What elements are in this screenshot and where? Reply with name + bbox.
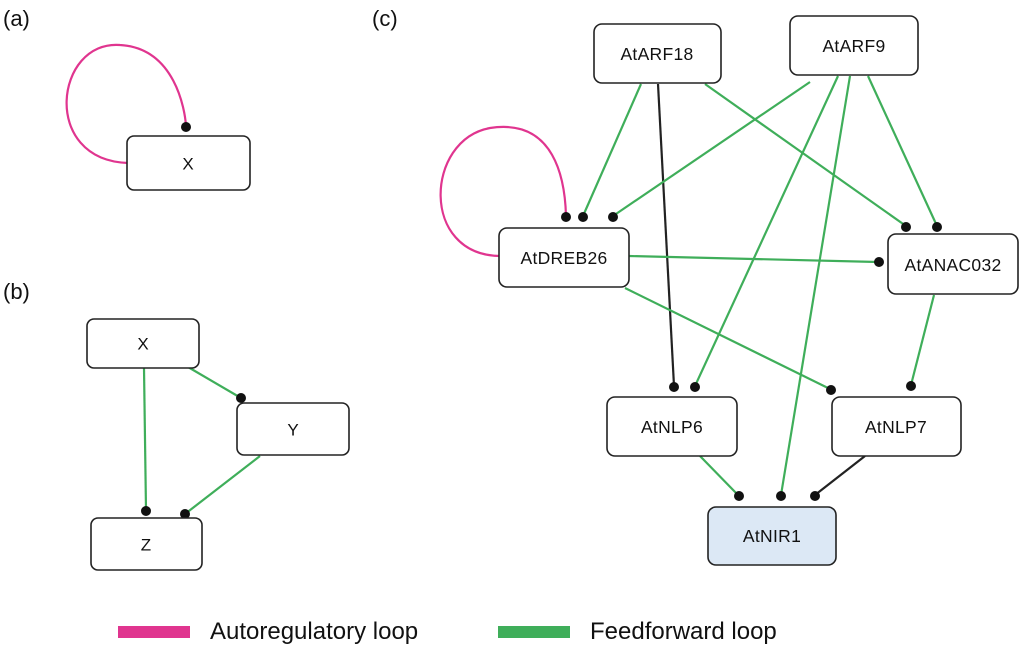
edge-c-arf9-anac032	[867, 75, 938, 227]
edge-endpoint-dot	[932, 222, 942, 232]
node-atarf9: AtARF9	[789, 15, 919, 76]
node-a-x: X	[126, 135, 251, 191]
edge-endpoint-dot	[690, 382, 700, 392]
node-atarf18: AtARF18	[593, 23, 722, 84]
node-label: X	[182, 155, 193, 174]
legend: Autoregulatory loop Feedforward loop	[0, 618, 1024, 654]
node-label: AtNIR1	[743, 526, 801, 546]
edge-c-arf18-anac032	[704, 83, 907, 227]
edge-endpoint-dot	[826, 385, 836, 395]
edge-b-x-z	[142, 367, 148, 511]
edge-c-arf9-nlp6	[694, 75, 839, 387]
legend-label-autoregulatory: Autoregulatory loop	[210, 618, 419, 645]
edge-endpoint-dot	[578, 212, 588, 222]
edge-endpoint-dot	[901, 222, 911, 232]
edge-c-dreb26-anac032	[628, 254, 879, 264]
edge-b-x-y	[187, 366, 242, 399]
legend-item-autoregulatory: Autoregulatory loop	[118, 618, 418, 646]
node-atdreb26: AtDREB26	[498, 227, 630, 288]
edge-endpoint-dot	[734, 491, 744, 501]
edge-c-nlp6-nir1	[699, 455, 739, 496]
panel-label-b: (b)	[3, 279, 30, 304]
edge-b-y-z	[184, 455, 261, 515]
edge-endpoint-dot	[906, 381, 916, 391]
edge-endpoint-dot	[181, 122, 191, 132]
panel-label-a: (a)	[3, 6, 30, 31]
edges-layer	[65, 43, 942, 519]
edge-a-x-self	[65, 43, 188, 165]
node-atanac032: AtANAC032	[887, 233, 1019, 295]
nodes-layer: X X Y Z AtARF18 AtARF9 AtDREB26	[86, 15, 1019, 571]
edge-endpoint-dot	[141, 506, 151, 516]
node-label: AtANAC032	[904, 255, 1001, 275]
node-b-z: Z	[90, 517, 203, 571]
node-label: AtDREB26	[520, 248, 607, 268]
edge-endpoint-dot	[561, 212, 571, 222]
edge-endpoint-dot	[236, 393, 246, 403]
node-label: Z	[141, 536, 151, 555]
node-label: X	[137, 335, 148, 354]
node-atnlp6: AtNLP6	[606, 396, 738, 457]
node-label: Y	[287, 421, 298, 440]
edge-c-anac032-nlp7	[909, 294, 936, 386]
edge-c-dreb26-self	[439, 125, 568, 258]
edge-endpoint-dot	[669, 382, 679, 392]
legend-label-feedforward: Feedforward loop	[590, 618, 777, 645]
edge-endpoint-dot	[776, 491, 786, 501]
node-b-y: Y	[236, 402, 350, 456]
edge-endpoint-dot	[810, 491, 820, 501]
edge-c-arf9-nir1	[779, 75, 852, 496]
panel-label-c: (c)	[372, 6, 398, 31]
node-atnir1: AtNIR1	[707, 506, 837, 566]
network-diagram: (a) (b) (c)	[3, 6, 1019, 571]
edge-c-arf18-dreb26	[581, 83, 643, 217]
node-b-x: X	[86, 318, 200, 369]
edge-c-dreb26-nlp7	[624, 287, 831, 390]
legend-swatch-autoregulatory	[118, 626, 190, 638]
edge-endpoint-dot	[608, 212, 618, 222]
node-atnlp7: AtNLP7	[831, 396, 962, 457]
edge-c-nlp7-nir1	[814, 455, 866, 496]
edge-endpoint-dot	[180, 509, 190, 519]
edge-endpoint-dot	[874, 257, 884, 267]
legend-item-feedforward: Feedforward loop	[498, 618, 777, 646]
edge-c-arf18-nlp6	[656, 83, 676, 387]
node-label: AtARF9	[822, 36, 885, 56]
node-label: AtARF18	[620, 44, 693, 64]
node-label: AtNLP6	[641, 417, 703, 437]
legend-swatch-feedforward	[498, 626, 570, 638]
edge-c-arf9-dreb26	[612, 81, 811, 217]
node-label: AtNLP7	[865, 417, 927, 437]
